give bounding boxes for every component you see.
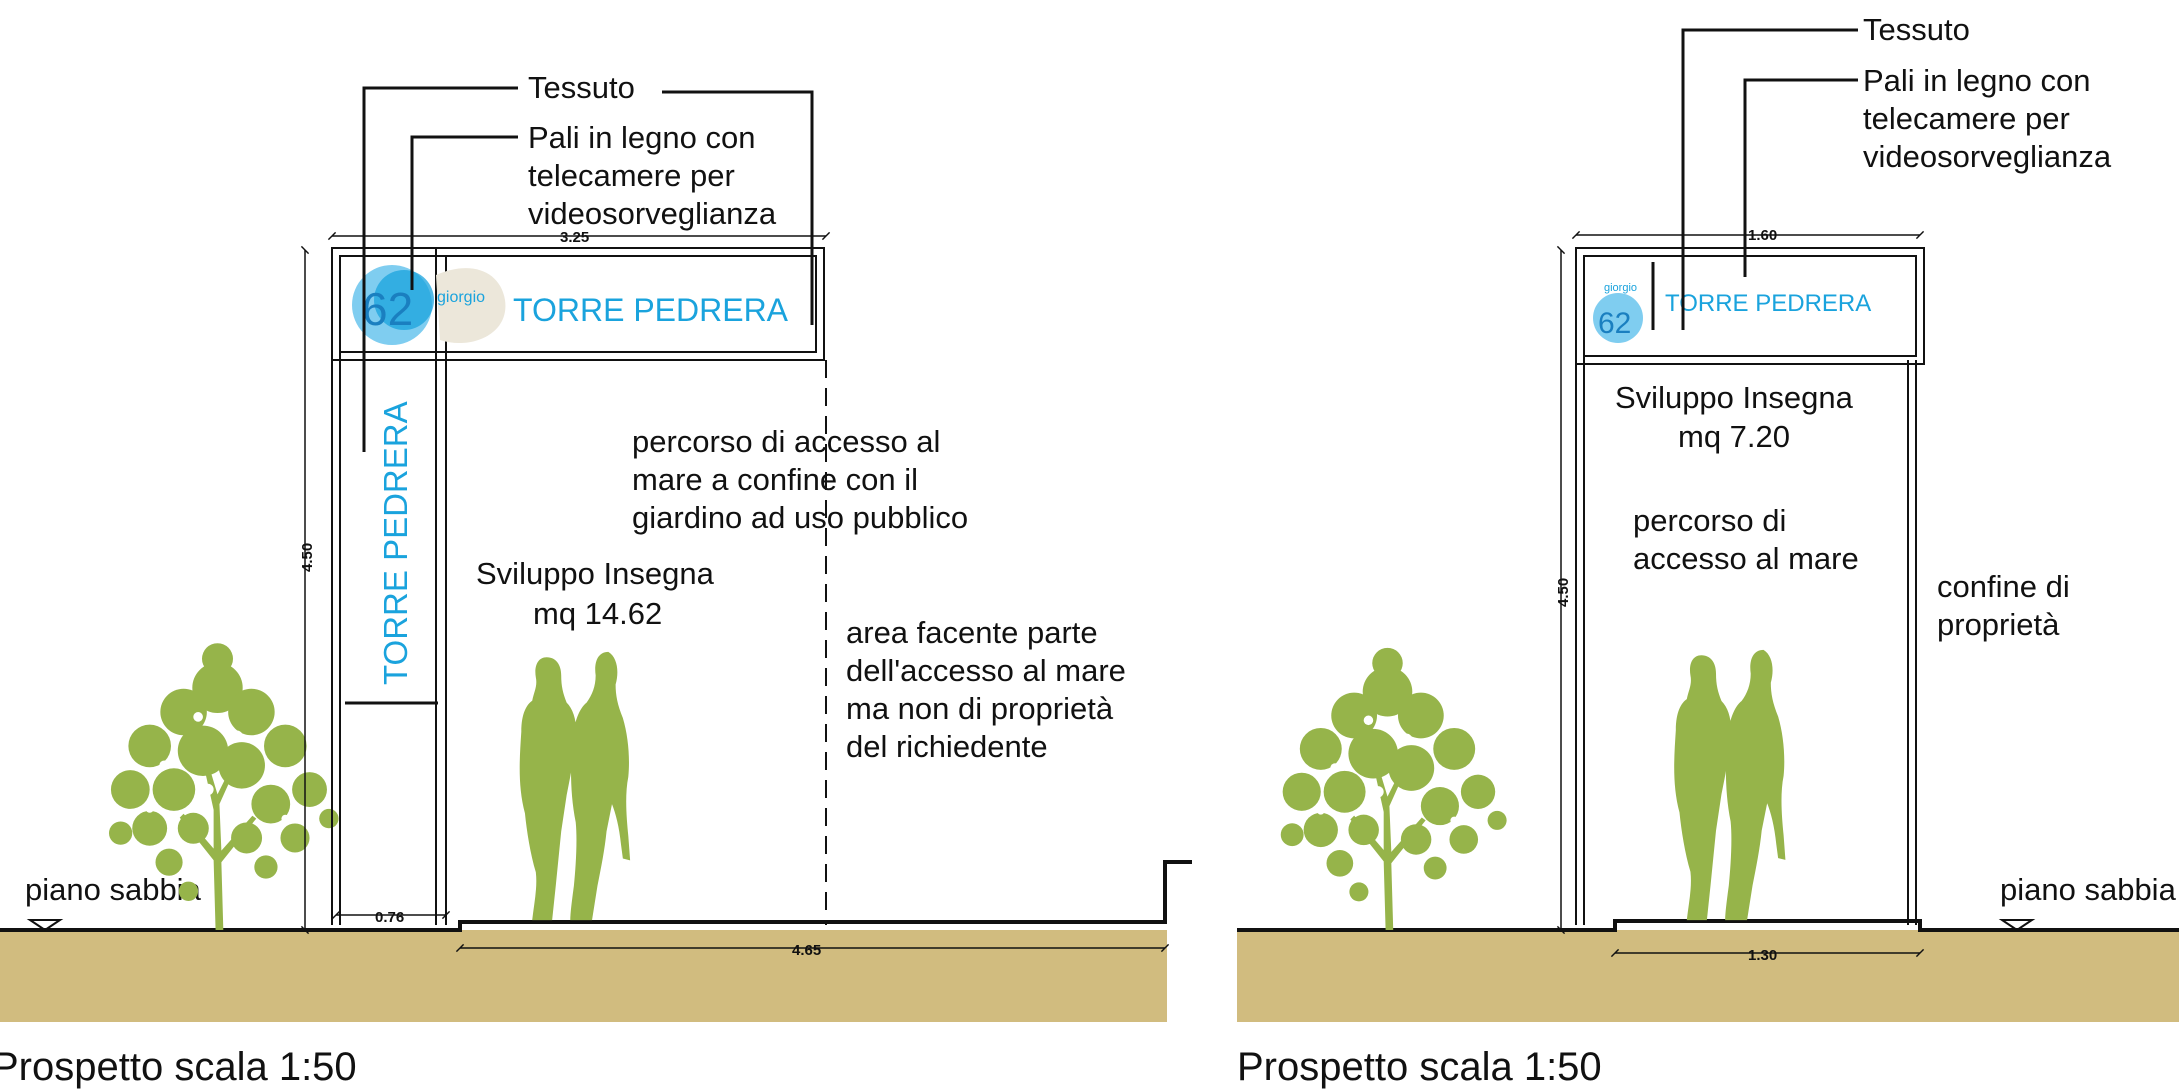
note-path-line1: percorso di accesso al [632, 424, 940, 459]
logo-circle-right [1593, 293, 1643, 343]
frame-right [1575, 247, 1925, 925]
callout-poles-right-line1: Pali in legno con [1863, 63, 2091, 98]
right-elevation: 62 giorgio TORRE PEDRERA Tessuto Pali in… [1237, 12, 2179, 1089]
dim-height-left: 4.50 [299, 543, 316, 572]
callout-poles-line3: videosorveglianza [528, 196, 777, 231]
note-area-line2: dell'accesso al mare [846, 653, 1126, 688]
left-elevation: piano sabbia 62 giorgio TORRE PEDRERA TO… [0, 70, 1192, 1089]
people-silhouette-icon-right [1674, 649, 1786, 921]
note-path-line2: mare a confine con il [632, 462, 918, 497]
note-area-line3: ma non di proprietà [846, 691, 1114, 726]
dim-access-left: 4.65 [792, 942, 821, 959]
sign-area-left-line1: Sviluppo Insegna [476, 556, 715, 591]
ground-label-left: piano sabbia [25, 872, 202, 907]
people-silhouette-icon [519, 651, 631, 921]
logo-swirl [436, 268, 506, 344]
dim-access-right: 1.30 [1748, 947, 1777, 964]
dim-height-right: 4.50 [1555, 578, 1572, 607]
tree-icon-right [1280, 647, 1507, 930]
note-area-line4: del richiedente [846, 729, 1048, 764]
note-area-line1: area facente parte [846, 615, 1098, 650]
callout-fabric-left: Tessuto [528, 70, 635, 105]
sign-text-right: TORRE PEDRERA [1665, 290, 1871, 317]
title-right: Prospetto scala 1:50 [1237, 1045, 1602, 1089]
logo-brand-right: giorgio [1604, 282, 1637, 294]
callouts-right [1651, 28, 1858, 330]
callout-poles-right-line3: videosorveglianza [1863, 139, 2112, 174]
sand-ground-right [1237, 930, 2179, 1022]
callout-poles-right-line2: telecamere per [1863, 101, 2070, 136]
logo-number: 62 [362, 283, 413, 335]
callout-fabric-right: Tessuto [1863, 12, 1970, 47]
sign-text-left: TORRE PEDRERA [513, 292, 789, 328]
dim-width-right: 1.60 [1748, 227, 1777, 244]
note-path-right-line1: percorso di [1633, 503, 1786, 538]
logo-number-right: 62 [1598, 307, 1631, 340]
note-boundary-line1: confine di [1937, 569, 2070, 604]
dimensions-right [1556, 230, 1925, 958]
dim-width-left: 3.25 [560, 229, 589, 246]
ground-profile-left [0, 860, 1192, 932]
callout-poles-line2: telecamere per [528, 158, 735, 193]
callout-poles-line1: Pali in legno con [528, 120, 756, 155]
sign-area-right-line1: Sviluppo Insegna [1615, 380, 1854, 415]
note-boundary-line2: proprietà [1937, 607, 2060, 642]
title-left: Prospetto scala 1:50 [0, 1045, 357, 1089]
frame-left [331, 247, 825, 925]
level-marker-icon [26, 919, 64, 932]
vertical-sign-text: TORRE PEDRERA [377, 401, 414, 685]
ground-label-right: piano sabbia [2000, 872, 2177, 907]
dim-post-left: 0.76 [375, 909, 404, 926]
sign-area-right-line2: mq 7.20 [1678, 419, 1790, 454]
note-path-right-line2: accesso al mare [1633, 541, 1859, 576]
logo-brand: giorgio [437, 289, 485, 306]
note-path-line3: giardino ad uso pubblico [632, 500, 968, 535]
ground-profile-right [1237, 919, 2179, 932]
level-marker-icon-right [1998, 919, 2036, 932]
sign-area-left-line2: mq 14.62 [533, 596, 662, 631]
dimensions-left [300, 231, 1170, 953]
sand-ground-left [0, 930, 1167, 1022]
